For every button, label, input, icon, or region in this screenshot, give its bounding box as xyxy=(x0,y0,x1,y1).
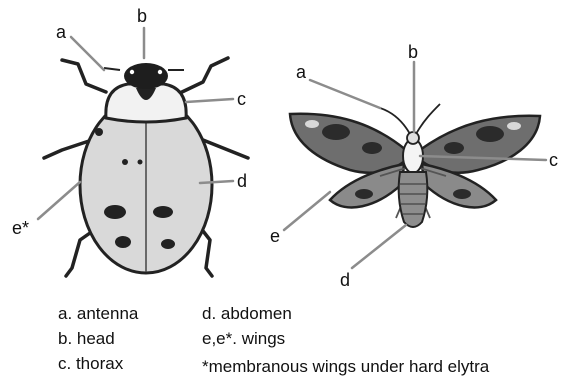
legend-thorax: c. thorax xyxy=(58,354,123,374)
moth-right-forewing xyxy=(420,116,540,173)
beetle-label-d: d xyxy=(237,171,247,191)
moth-label-e: e xyxy=(270,226,280,246)
legend-antenna: a. antenna xyxy=(58,304,138,324)
beetle-head xyxy=(124,63,168,89)
legend-wings: e,e*. wings xyxy=(202,329,285,349)
moth-antennae xyxy=(380,104,440,134)
beetle-label-e: e* xyxy=(12,218,29,238)
legend-head: b. head xyxy=(58,329,115,349)
legend-elytra-note: *membranous wings under hard elytra xyxy=(202,357,489,377)
beetle-label-a: a xyxy=(56,22,67,42)
moth-label-a: a xyxy=(296,62,307,82)
beetle-label-b: b xyxy=(137,6,147,26)
moth-label-d: d xyxy=(340,270,350,290)
beetle-label-c: c xyxy=(237,89,246,109)
beetle-illustration xyxy=(44,58,248,276)
legend-abdomen: d. abdomen xyxy=(202,304,292,324)
moth-label-c: c xyxy=(549,150,558,170)
moth-abdomen xyxy=(399,172,428,227)
moth-head xyxy=(407,132,419,144)
moth-label-b: b xyxy=(408,42,418,62)
